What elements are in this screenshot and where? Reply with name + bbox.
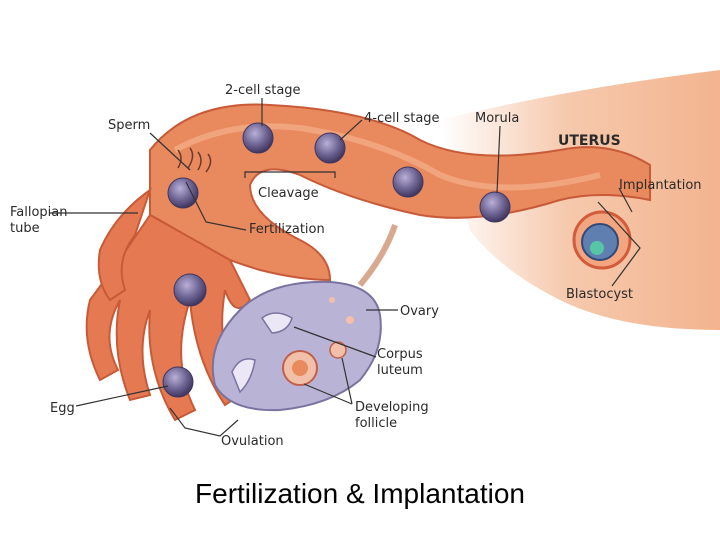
leader-lines — [50, 98, 641, 437]
fertilized-egg — [167, 177, 199, 209]
four-cell-embryo — [314, 132, 346, 164]
label-corpus: Corpus — [377, 347, 423, 362]
corpus-luteum-shape — [260, 312, 293, 334]
fertilization-diagram: 2-cell stage 4-cell stage Morula Sperm U… — [10, 70, 720, 449]
ruptured-follicle — [231, 358, 256, 394]
label-tube: tube — [10, 221, 40, 236]
uterus-wall — [440, 70, 720, 330]
label-uterus: UTERUS — [558, 133, 621, 149]
eight-cell-embryo — [392, 166, 424, 198]
ovary — [211, 280, 382, 412]
label-luteum: luteum — [377, 363, 423, 378]
ovulated-egg — [162, 366, 194, 398]
label-two-cell-stage: 2-cell stage — [225, 83, 301, 98]
label-cleavage: Cleavage — [258, 186, 319, 201]
sperm — [177, 147, 212, 173]
label-blastocyst: Blastocyst — [566, 287, 633, 302]
label-sperm: Sperm — [108, 118, 150, 133]
morula — [479, 191, 511, 223]
egg-in-fimbriae — [173, 273, 207, 307]
follicle-core — [292, 360, 308, 376]
label-ovulation: Ovulation — [221, 434, 284, 449]
label-egg: Egg — [50, 401, 75, 416]
label-fertilization: Fertilization — [249, 222, 325, 237]
ovarian-ligament — [357, 224, 398, 287]
label-follicle: follicle — [355, 416, 397, 431]
label-fallopian: Fallopian — [10, 205, 68, 220]
label-developing: Developing — [355, 400, 429, 415]
inner-cell-mass — [590, 241, 604, 255]
label-implantation: Implantation — [619, 178, 702, 193]
label-morula: Morula — [475, 111, 519, 126]
follicle-dot — [346, 316, 354, 324]
follicle-dot — [329, 297, 335, 303]
slide-caption: Fertilization & Implantation — [195, 478, 525, 509]
label-four-cell-stage: 4-cell stage — [364, 111, 440, 126]
two-cell-embryo — [242, 122, 274, 154]
tube-inner-fold — [173, 123, 601, 191]
developing-follicle-small — [329, 341, 347, 359]
label-ovary: Ovary — [400, 304, 439, 319]
fimbriae-left — [97, 187, 152, 302]
